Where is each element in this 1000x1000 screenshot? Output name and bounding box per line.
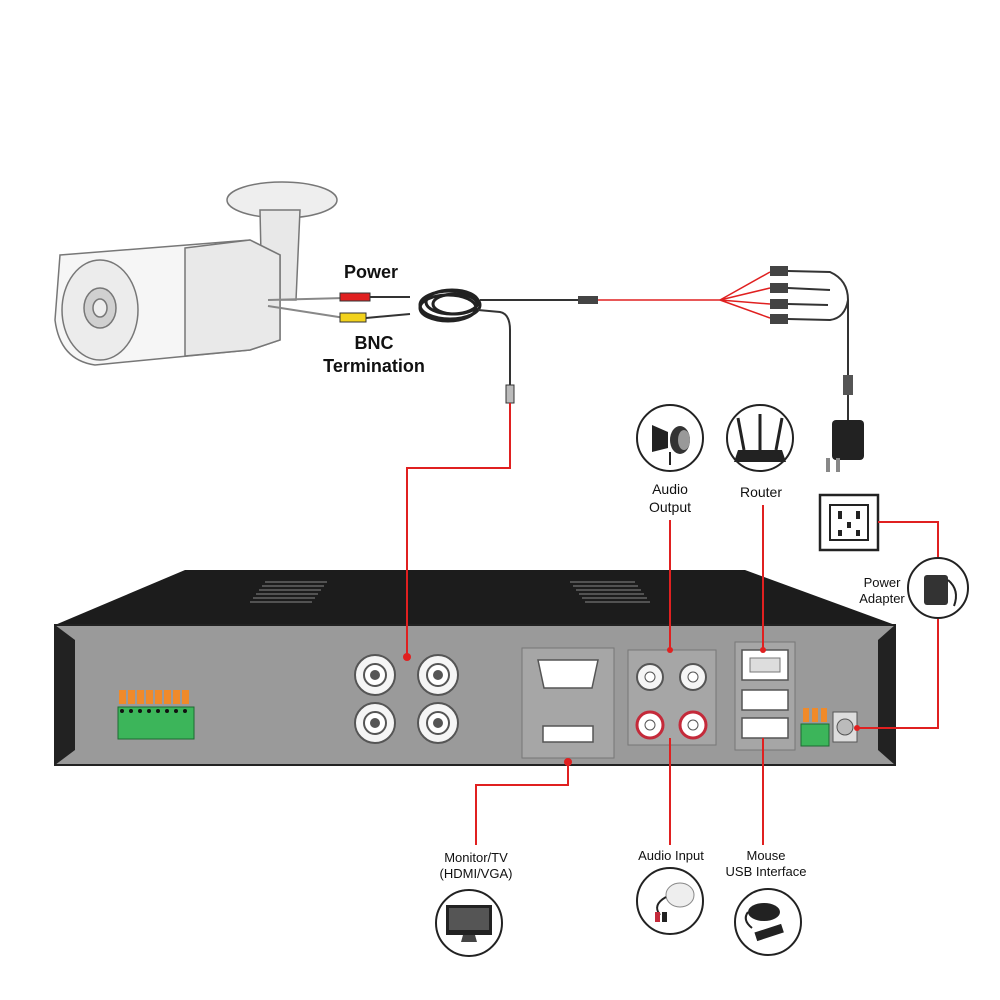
power-terminal [800, 708, 858, 747]
mouse-label-line1: Mouse [746, 848, 786, 863]
bnc-termination-label: BNC Termination [316, 332, 432, 378]
power-splitter-icon [598, 266, 853, 395]
audio-output-label-line2: Output [648, 499, 692, 515]
camera-pigtail-cables [267, 292, 411, 323]
power-label: Power [344, 262, 399, 282]
network-usb-ports [734, 641, 796, 751]
monitor-label-line2: (HDMI/VGA) [439, 866, 513, 881]
mouse-icon [734, 888, 802, 956]
monitor-label-line1: Monitor/TV [444, 850, 508, 865]
audio-output-label-line1: Audio [652, 481, 688, 497]
router-icon [726, 404, 794, 472]
plug-icon [826, 395, 864, 472]
audio-rca-ports [627, 649, 717, 746]
wall-outlet-icon [818, 493, 880, 552]
cable-coil [418, 288, 482, 323]
monitor-label: Monitor/TV (HDMI/VGA) [426, 850, 526, 882]
power-adapter-label: Power Adapter [852, 575, 912, 607]
bnc-video-inputs [354, 654, 459, 744]
power-adapter-icon [907, 557, 969, 619]
dvr-recorder [54, 570, 896, 766]
bnc-label-line2: Termination [323, 356, 425, 376]
power-adapter-label-line1: Power [863, 575, 901, 590]
bnc-label-line1: BNC [354, 333, 394, 353]
mouse-usb-label: Mouse USB Interface [718, 848, 814, 880]
audio-output-label: Audio Output [630, 480, 710, 516]
router-label: Router [739, 484, 783, 500]
audio-output-speaker-icon [636, 404, 704, 472]
power-adapter-label-line2: Adapter [859, 591, 905, 606]
hdmi-vga-ports [521, 647, 615, 759]
microphone-icon [636, 867, 704, 935]
camera-icon [54, 181, 338, 366]
connection-lines [406, 403, 939, 845]
alarm-terminal-block [117, 690, 195, 740]
audio-input-label: Audio Input [638, 848, 704, 863]
monitor-icon [435, 889, 503, 957]
mouse-label-line2: USB Interface [725, 864, 807, 879]
